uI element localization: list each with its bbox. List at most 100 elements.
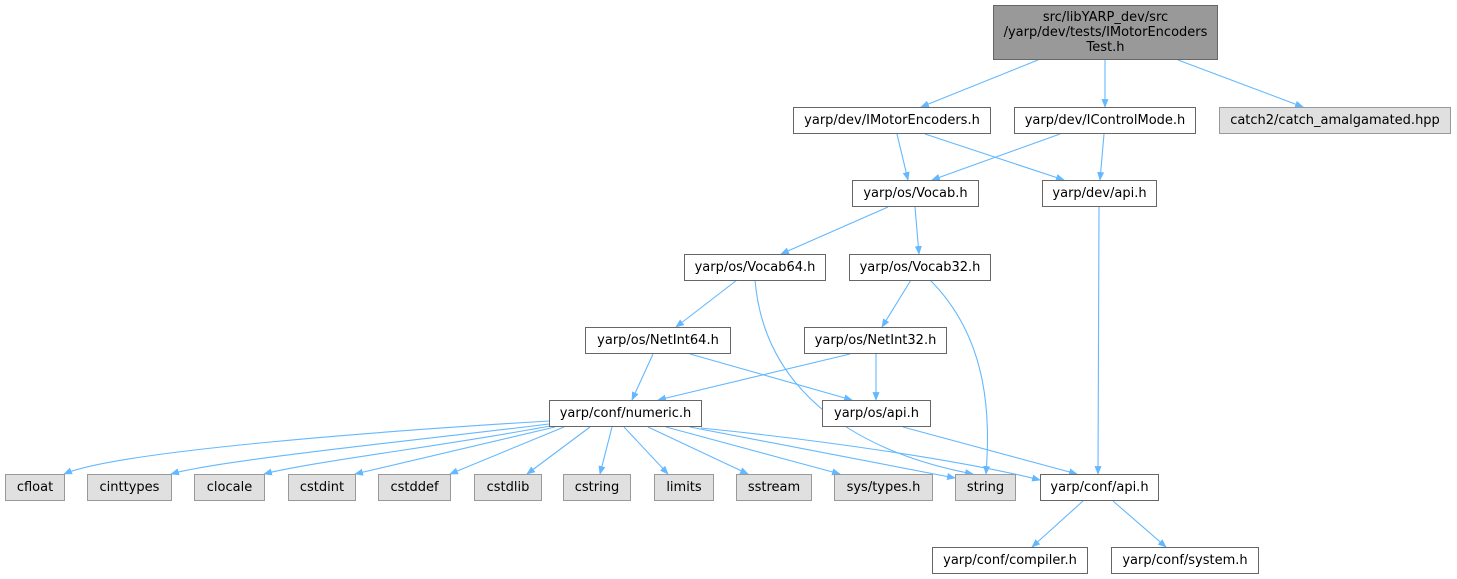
edge-vocab64-to-netint64: [675, 279, 738, 328]
node-box-confapi: [1040, 474, 1159, 501]
edge-osapi-to-confapi: [902, 426, 1078, 476]
node-label-system: yarp/conf/system.h: [1122, 553, 1247, 568]
node-cstddef: cstddef: [378, 474, 451, 501]
edge-icontrolmode-to-vocab: [931, 133, 1061, 181]
node-label-compiler: yarp/conf/compiler.h: [943, 553, 1077, 568]
node-label-catch2: catch2/catch_amalgamated.hpp: [1230, 113, 1440, 128]
node-label-cstring: cstring: [575, 480, 619, 495]
node-box-cstring: [563, 474, 631, 501]
node-cinttypes: cinttypes: [87, 474, 172, 501]
node-label-cfloat: cfloat: [17, 480, 53, 495]
node-systypes: sys/types.h: [834, 474, 933, 501]
edge-devapi-to-confapi: [1094, 206, 1102, 475]
node-string: string: [955, 474, 1016, 501]
node-limits: limits: [654, 474, 714, 501]
edge-root-to-imotorencoders: [920, 59, 1039, 108]
node-box-imotorencoders: [793, 107, 991, 134]
node-vocab[interactable]: yarp/os/Vocab.h: [852, 180, 979, 207]
node-box-netint64: [585, 327, 731, 354]
edge-confapi-to-system: [1112, 500, 1167, 548]
edge-numeric-to-cfloat: [63, 420, 550, 475]
node-label-osapi: yarp/os/api.h: [834, 406, 919, 421]
edge-numeric-to-systypes: [665, 426, 841, 476]
edge-numeric-to-clocale: [263, 425, 551, 476]
node-box-string: [955, 474, 1016, 501]
node-label-root-line-0: src/libYARP_dev/src: [1043, 10, 1168, 25]
node-sstream: sstream: [736, 474, 812, 501]
edge-numeric-to-cstdint: [354, 426, 556, 476]
node-label-netint64: yarp/os/NetInt64.h: [597, 333, 719, 348]
node-label-cstddef: cstddef: [390, 480, 439, 495]
node-clocale: clocale: [194, 474, 265, 501]
node-box-compiler: [932, 547, 1088, 574]
node-numeric[interactable]: yarp/conf/numeric.h: [549, 400, 702, 427]
node-box-limits: [654, 474, 714, 501]
node-label-icontrolmode: yarp/dev/IControlMode.h: [1025, 113, 1186, 128]
node-box-osapi: [822, 400, 931, 427]
node-icontrolmode[interactable]: yarp/dev/IControlMode.h: [1014, 107, 1196, 134]
node-box-sstream: [736, 474, 812, 501]
node-cstdlib: cstdlib: [474, 474, 542, 501]
node-label-root-line-2: Test.h: [1086, 40, 1125, 55]
node-system[interactable]: yarp/conf/system.h: [1111, 547, 1259, 574]
node-label-clocale: clocale: [207, 480, 252, 495]
node-root[interactable]: src/libYARP_dev/src/yarp/dev/tests/IMoto…: [993, 5, 1218, 60]
node-label-vocab64: yarp/os/Vocab64.h: [695, 260, 816, 275]
node-netint64[interactable]: yarp/os/NetInt64.h: [585, 327, 731, 354]
node-label-systypes: sys/types.h: [847, 480, 921, 495]
edge-root-to-catch2: [1177, 59, 1304, 108]
edge-confapi-to-compiler: [1031, 500, 1084, 548]
edge-vocab-to-vocab64: [780, 206, 889, 255]
node-label-cstdint: cstdint: [300, 480, 344, 495]
node-cfloat: cfloat: [5, 474, 65, 501]
edges-layer: [63, 59, 1304, 548]
node-box-cfloat: [5, 474, 65, 501]
nodes-layer: src/libYARP_dev/src/yarp/dev/tests/IMoto…: [5, 5, 1451, 574]
node-box-system: [1111, 547, 1259, 574]
edge-vocab64-to-string: [754, 279, 974, 477]
node-label-numeric: yarp/conf/numeric.h: [560, 406, 692, 421]
node-box-cstdlib: [474, 474, 542, 501]
node-vocab32[interactable]: yarp/os/Vocab32.h: [849, 254, 991, 281]
node-label-vocab: yarp/os/Vocab.h: [863, 186, 967, 201]
node-netint32[interactable]: yarp/os/NetInt32.h: [804, 327, 947, 354]
edge-numeric-to-limits: [623, 426, 669, 475]
edge-numeric-to-sstream: [647, 426, 749, 475]
edge-numeric-to-cstdlib: [526, 426, 591, 475]
node-label-limits: limits: [666, 480, 702, 495]
edge-numeric-to-string: [689, 426, 956, 480]
node-devapi[interactable]: yarp/dev/api.h: [1042, 180, 1157, 207]
node-cstdint: cstdint: [288, 474, 356, 501]
node-vocab64[interactable]: yarp/os/Vocab64.h: [684, 254, 826, 281]
edge-numeric-to-cstddef: [449, 426, 565, 475]
edge-netint64-to-numeric: [631, 353, 654, 401]
edge-vocab32-to-string: [929, 279, 991, 475]
node-label-cstdlib: cstdlib: [487, 480, 530, 495]
edge-numeric-to-cstring: [598, 426, 613, 475]
node-box-clocale: [194, 474, 265, 501]
node-label-confapi: yarp/conf/api.h: [1050, 480, 1148, 495]
node-box-root: [993, 5, 1218, 60]
node-box-systypes: [834, 474, 933, 501]
node-label-devapi: yarp/dev/api.h: [1052, 186, 1146, 201]
node-label-netint32: yarp/os/NetInt32.h: [815, 333, 937, 348]
edge-imotorencoders-to-vocab: [896, 133, 910, 181]
node-box-netint32: [804, 327, 947, 354]
node-osapi[interactable]: yarp/os/api.h: [822, 400, 931, 427]
edge-netint32-to-numeric: [657, 353, 851, 402]
node-box-icontrolmode: [1014, 107, 1196, 134]
edge-icontrolmode-to-devapi: [1097, 133, 1105, 181]
node-box-catch2: [1219, 107, 1451, 134]
node-box-cinttypes: [87, 474, 172, 501]
edge-vocab32-to-netint32: [881, 279, 912, 328]
node-box-cstdint: [288, 474, 356, 501]
node-label-imotorencoders: yarp/dev/IMotorEncoders.h: [804, 113, 980, 128]
edge-numeric-to-cinttypes: [170, 423, 550, 476]
node-confapi[interactable]: yarp/conf/api.h: [1040, 474, 1159, 501]
node-box-vocab32: [849, 254, 991, 281]
node-compiler[interactable]: yarp/conf/compiler.h: [932, 547, 1088, 574]
node-label-string: string: [967, 480, 1004, 495]
node-box-devapi: [1042, 180, 1157, 207]
node-imotorencoders[interactable]: yarp/dev/IMotorEncoders.h: [793, 107, 991, 134]
